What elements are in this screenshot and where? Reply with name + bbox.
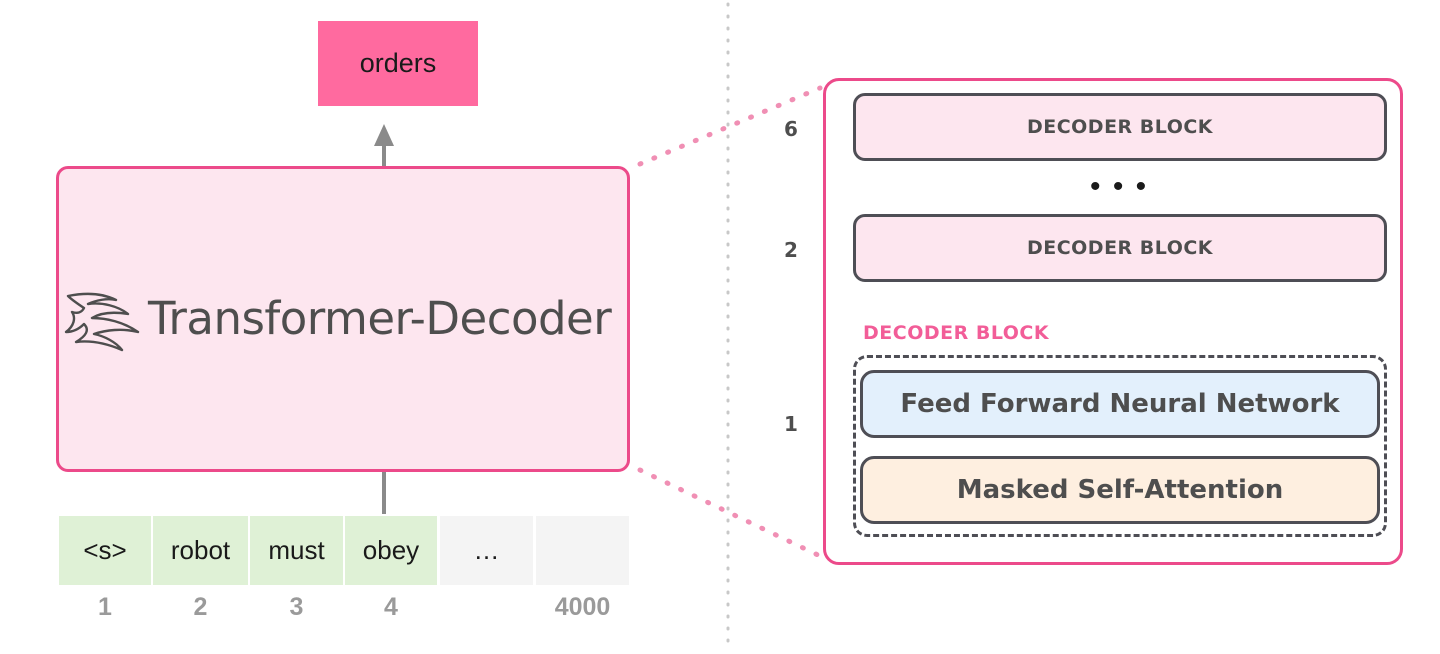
output-token-label: orders [359, 48, 437, 78]
position-label: 3 [289, 593, 304, 621]
decoder-block-label: DECODER BLOCK [1026, 237, 1214, 259]
token-cell: … [440, 516, 533, 585]
transformer-decoder-box [56, 166, 630, 472]
decoder-title: Transformer-Decoder [148, 292, 612, 345]
token-text: must [268, 535, 325, 565]
position-label: 4000 [554, 593, 611, 621]
token-text: robot [170, 535, 231, 565]
decoder-block-detail-label: DECODER BLOCK [863, 322, 1050, 344]
token-cell: obey [345, 516, 437, 585]
decoder-block-6: DECODER BLOCK [853, 93, 1387, 161]
token-cell: must [250, 516, 343, 585]
token-ellipsis: … [473, 535, 500, 565]
position-label: 4 [384, 593, 398, 621]
feed-forward-label: Feed Forward Neural Network [900, 389, 1340, 419]
token-cell: <s> [59, 516, 151, 585]
masked-self-attention-layer: Masked Self-Attention [860, 456, 1380, 524]
masked-self-attention-label: Masked Self-Attention [956, 475, 1284, 505]
decoder-block-label: DECODER BLOCK [1026, 116, 1214, 138]
zoom-line-bottom [637, 467, 823, 559]
feed-forward-layer: Feed Forward Neural Network [860, 370, 1380, 438]
decoder-block-1-group [853, 355, 1387, 537]
position-label: 1 [98, 593, 112, 621]
output-token-box: orders [318, 21, 478, 106]
zoom-line-top [637, 85, 823, 167]
layer-number: 1 [784, 412, 798, 436]
transformer-wing-logo-icon [64, 292, 140, 352]
token-cell: robot [153, 516, 248, 585]
token-cell [536, 516, 629, 585]
stack-ellipsis: • • • [1090, 170, 1149, 203]
position-label: 2 [193, 593, 208, 621]
layer-number: 6 [784, 117, 798, 141]
token-text: <s> [83, 535, 127, 565]
decoder-block-2: DECODER BLOCK [853, 214, 1387, 282]
layer-number: 2 [784, 238, 798, 262]
token-text: obey [362, 535, 420, 565]
arrow-head [374, 124, 394, 146]
